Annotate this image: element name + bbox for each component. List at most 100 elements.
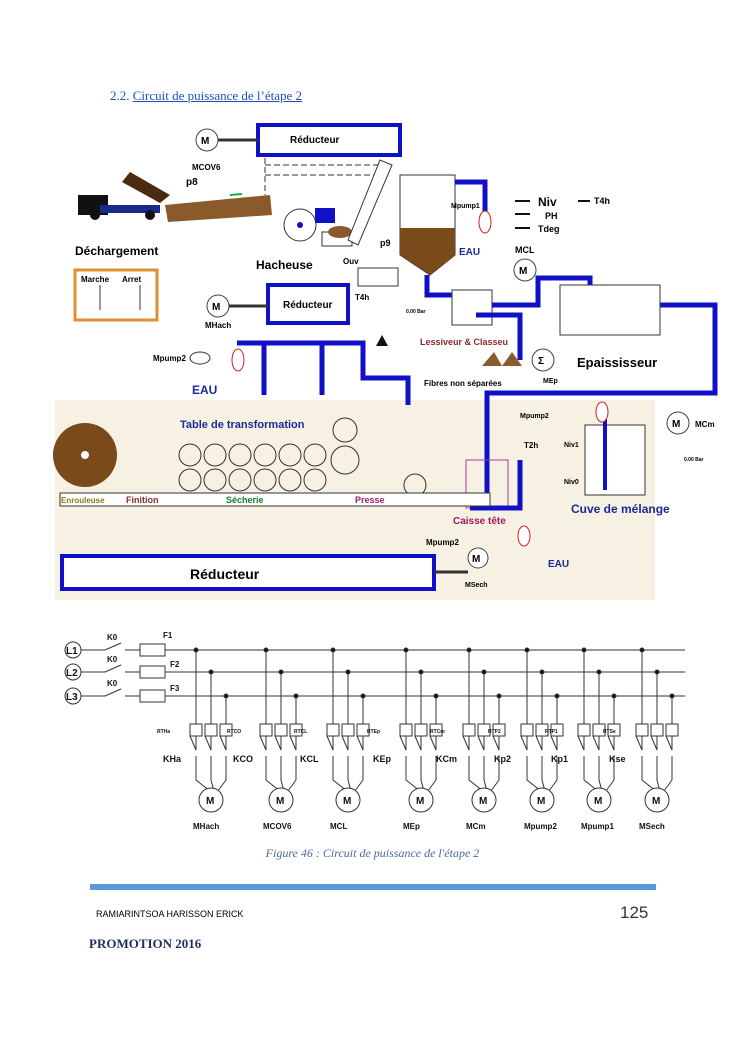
label: MCm — [695, 420, 715, 429]
label: Niv — [538, 195, 557, 209]
contactor-label: KEp — [373, 754, 392, 764]
contactor-label: Kp1 — [551, 754, 568, 764]
label: Table de transformation — [180, 419, 305, 431]
relay-label: RTCL — [294, 729, 307, 735]
label: T4h — [594, 196, 610, 206]
k0-label: K0 — [107, 679, 118, 688]
label: Réducteur — [283, 300, 333, 311]
motor-icon — [408, 787, 434, 813]
label: Mpump2 — [153, 354, 186, 363]
contactor-label: Kp2 — [494, 754, 511, 764]
label: Mpump2 — [520, 413, 549, 420]
svg-text:M: M — [519, 266, 527, 277]
figure-caption: Figure 46 : Circuit de puissance de l'ét… — [265, 846, 480, 860]
label: Hacheuse — [256, 258, 313, 272]
label: Caisse tête — [453, 516, 506, 527]
svg-text:M: M — [201, 136, 209, 147]
phase-label: L1 — [66, 646, 78, 657]
fuse-label: F1 — [163, 631, 173, 640]
motor-symbol: M — [206, 796, 214, 807]
label: PH — [545, 211, 558, 221]
motor-icon — [198, 787, 224, 813]
reducteur-bottom — [60, 554, 436, 591]
reducteur-mid — [266, 283, 350, 325]
k0-label: K0 — [107, 633, 118, 642]
power-circuit — [64, 641, 685, 813]
fuse-label: F2 — [170, 660, 180, 669]
svg-text:M: M — [472, 554, 480, 565]
motor-label: MSech — [639, 822, 665, 831]
label: MHach — [205, 321, 231, 330]
motor-label: MHach — [193, 822, 219, 831]
svg-text:M: M — [672, 419, 680, 430]
label: Tdeg — [538, 224, 560, 234]
motor-label: MCOV6 — [263, 822, 292, 831]
phase-label: L2 — [66, 668, 78, 679]
label: Niv1 — [564, 442, 579, 449]
label: Ouv — [343, 257, 359, 266]
motor-symbol: M — [594, 796, 602, 807]
phase-label: L3 — [66, 692, 78, 703]
relay-label: RTCm — [430, 729, 445, 735]
label: Finition — [126, 495, 159, 505]
conveyor — [165, 195, 272, 222]
k0-label: K0 — [107, 655, 118, 664]
truck-icon — [78, 172, 170, 220]
label: Sécherie — [226, 495, 264, 505]
footer-promotion: PROMOTION 2016 — [89, 936, 202, 951]
fuse — [139, 665, 166, 679]
motor-label: MEp — [403, 822, 420, 831]
motor-label: Mpump2 — [524, 822, 557, 831]
section-title: Circuit de puissance de l’étape 2 — [132, 88, 303, 103]
relay-label: RTP2 — [488, 729, 501, 735]
label: EAU — [459, 247, 480, 258]
relay-label: RTSe — [603, 729, 616, 735]
lessiveur — [451, 289, 493, 326]
label: p8 — [186, 177, 198, 188]
label: T4h — [355, 293, 369, 302]
motor-icon — [268, 787, 294, 813]
svg-text:Σ: Σ — [538, 356, 544, 367]
contactor-label: KCO — [233, 754, 253, 764]
relay-label: RTP1 — [545, 729, 558, 735]
contactor-label: KCL — [300, 754, 319, 764]
label: MCL — [515, 245, 535, 255]
page-number: 125 — [620, 903, 649, 922]
motor-symbol: M — [416, 796, 424, 807]
marche-button[interactable]: Marche — [81, 275, 110, 284]
motor-icon — [644, 787, 670, 813]
svg-text:M: M — [212, 302, 220, 313]
cuve — [584, 424, 646, 496]
contactor-label: Kse — [609, 754, 626, 764]
motor-label: MCm — [466, 822, 486, 831]
epaississeur — [559, 284, 661, 336]
label: Mpump1 — [451, 203, 480, 210]
label: Enrouleuse — [61, 496, 105, 505]
motor-icon — [471, 787, 497, 813]
label: Réducteur — [190, 566, 260, 582]
motor-icon — [335, 787, 361, 813]
footer-rule — [90, 884, 656, 890]
arret-button[interactable]: Arret — [122, 275, 141, 284]
control-box — [73, 268, 159, 322]
label: EAU — [192, 383, 217, 397]
pump-icon — [231, 348, 245, 372]
label: MSech — [465, 582, 488, 589]
footer-author: RAMIARINTSOA HARISSON ERICK — [96, 909, 244, 919]
motor-symbol: M — [537, 796, 545, 807]
label: Lessiveur & Classeu — [420, 337, 508, 347]
fuse-label: F3 — [170, 684, 180, 693]
label: 0.00 Bar — [406, 309, 426, 315]
motor-icon — [586, 787, 612, 813]
label: 0.00 Bar — [684, 457, 704, 463]
label: Fibres non séparées — [424, 379, 502, 388]
label: MCOV6 — [192, 163, 221, 172]
motor-icon — [529, 787, 555, 813]
label: T2h — [524, 441, 538, 450]
label: Réducteur — [290, 135, 340, 146]
fuse — [139, 643, 166, 657]
motor-label: Mpump1 — [581, 822, 614, 831]
motor-symbol: M — [343, 796, 351, 807]
reducteur-top — [256, 123, 402, 157]
